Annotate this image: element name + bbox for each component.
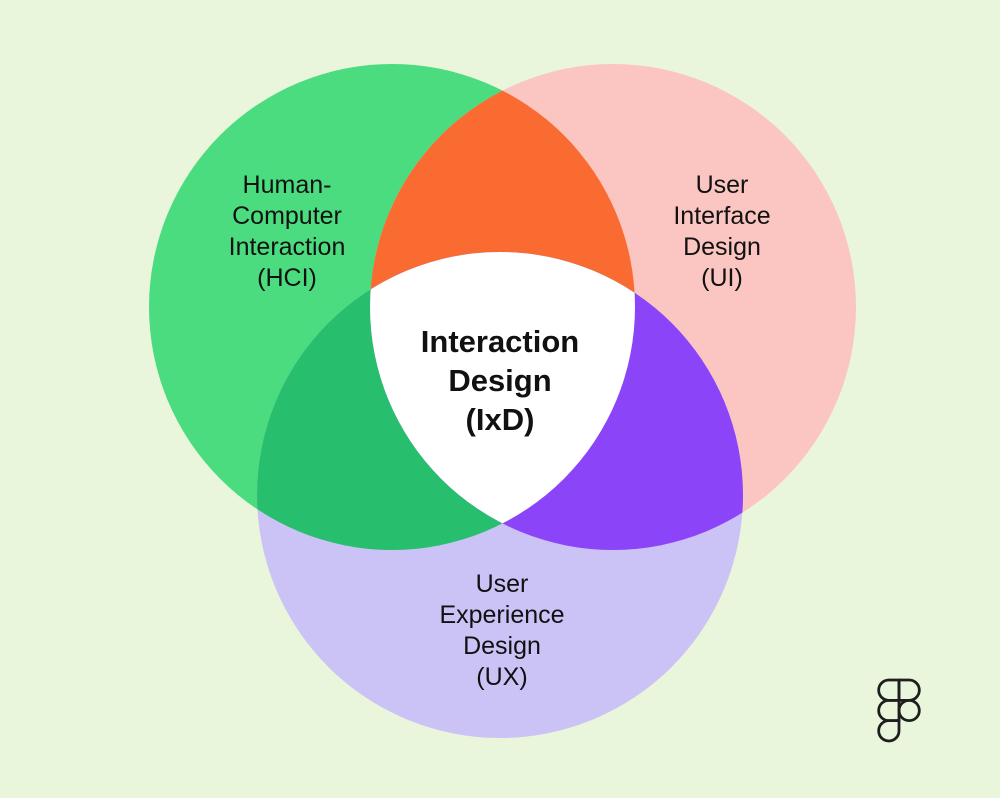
label-line: Interaction — [228, 233, 346, 261]
label-line: Interaction — [420, 324, 580, 359]
figma-logo-icon — [877, 678, 921, 743]
label-ixd: Interaction Design (IxD) — [360, 322, 640, 439]
label-ui: User Interface Design (UI) — [602, 170, 842, 294]
label-line: (HCI) — [257, 264, 317, 292]
label-line: Design — [463, 632, 541, 660]
label-line: Experience — [439, 601, 565, 629]
overlap-center-ixd — [370, 252, 635, 550]
label-line: (IxD) — [465, 402, 535, 437]
label-ux: User Experience Design (UX) — [382, 569, 622, 693]
label-line: Human- — [242, 171, 332, 199]
label-hci: Human- Computer Interaction (HCI) — [167, 170, 407, 294]
label-line: Design — [683, 233, 761, 261]
label-line: User — [475, 570, 529, 598]
label-line: (UX) — [476, 663, 528, 691]
label-line: Design — [448, 363, 552, 398]
label-line: User — [695, 171, 749, 199]
label-line: Interface — [673, 202, 771, 230]
label-line: (UI) — [701, 264, 743, 292]
label-line: Computer — [232, 202, 342, 230]
